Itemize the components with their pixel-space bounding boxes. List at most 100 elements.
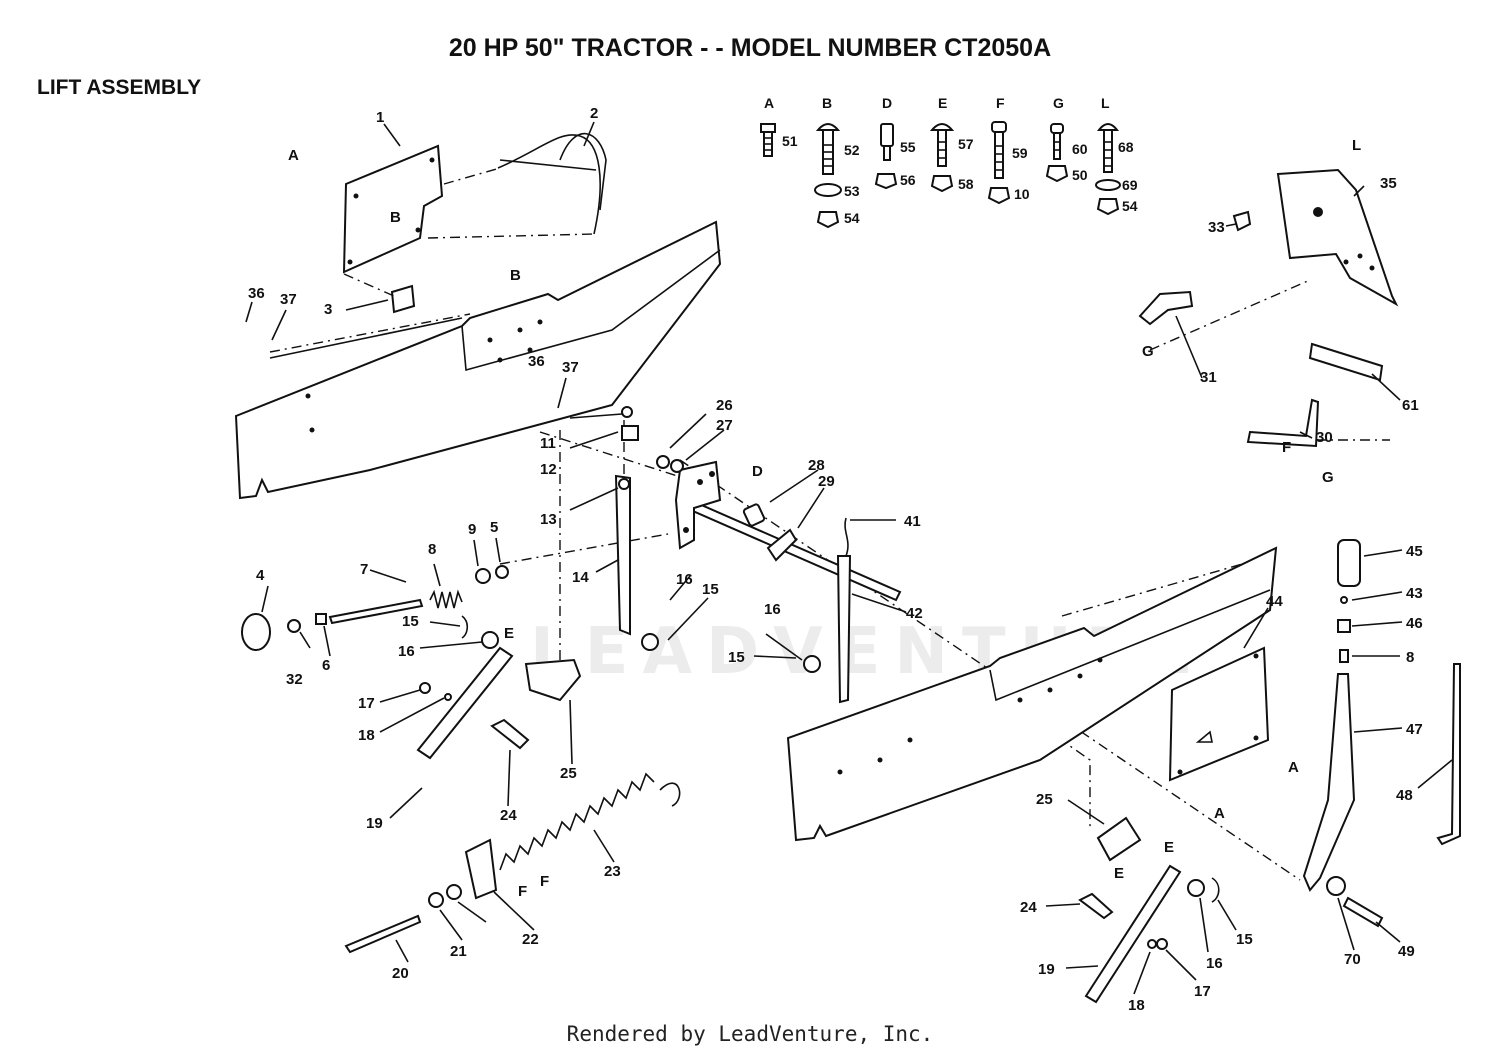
spring-8	[429, 589, 463, 609]
bracket-3	[390, 284, 416, 314]
callout-17: 17	[358, 695, 375, 712]
pin-24	[490, 718, 530, 750]
nut-54	[816, 211, 840, 229]
callout-16: 16	[398, 643, 415, 660]
callout-labels: 1 2 3 4 5 6 7 8 9 11 12 13 14 15 16 17 1…	[248, 105, 1423, 1014]
arm-19	[416, 646, 514, 760]
bolt-49	[1342, 896, 1384, 928]
callout-41: 41	[904, 513, 921, 530]
spring-8b	[1339, 649, 1349, 663]
bracket-12	[621, 425, 639, 441]
ref-f-1: F	[518, 883, 527, 900]
callout-36: 36	[248, 285, 265, 302]
brace-25b	[1096, 816, 1142, 862]
ref-b-2: B	[510, 267, 521, 284]
callout-49: 49	[1398, 943, 1415, 960]
ref-l-1: L	[1352, 137, 1361, 154]
bolt-60	[1050, 123, 1064, 160]
left-frame-rail	[234, 220, 722, 500]
arm-19b	[1084, 864, 1182, 1004]
callout-48: 48	[1396, 787, 1413, 804]
callout-20: 20	[392, 965, 409, 982]
bolt-55	[880, 123, 894, 161]
washer-16c	[803, 655, 821, 673]
callout-46: 46	[1406, 615, 1423, 632]
ref-g-1: G	[1142, 343, 1154, 360]
bolt-20	[344, 914, 422, 954]
callout-16c: 16	[676, 571, 693, 588]
callout-16b: 16	[1206, 955, 1223, 972]
callout-2: 2	[590, 105, 598, 122]
callout-44: 44	[1266, 593, 1283, 610]
callout-15b: 15	[1236, 931, 1253, 948]
callout-13: 13	[540, 511, 557, 528]
callout-25b: 25	[1036, 791, 1053, 808]
washer-16b	[641, 633, 659, 651]
detent-43	[1340, 596, 1348, 604]
callout-3: 3	[324, 301, 332, 318]
ref-f-3: F	[1282, 439, 1291, 456]
part-52-label: 52	[844, 142, 860, 158]
bolt-57	[929, 123, 955, 167]
mounting-plate-44	[1168, 646, 1270, 782]
bolt-33	[1232, 210, 1252, 232]
callout-14: 14	[572, 569, 589, 586]
callout-9: 9	[468, 521, 476, 538]
key-letter-f: F	[996, 95, 1005, 111]
nut-54b	[1096, 198, 1120, 216]
pin-15b	[1211, 877, 1220, 903]
part-50-label: 50	[1072, 167, 1088, 183]
callout-24b: 24	[1020, 899, 1037, 916]
part-58-label: 58	[958, 176, 974, 192]
key-letter-l: L	[1101, 95, 1110, 111]
nut-56	[874, 173, 898, 190]
nut-17	[419, 682, 431, 694]
callout-36b: 36	[528, 353, 545, 370]
washer-9	[475, 568, 491, 584]
lift-handle-47	[1302, 673, 1356, 892]
part-10-label: 10	[1014, 186, 1030, 202]
pin-15	[461, 615, 469, 639]
nut-32	[287, 619, 301, 633]
washer-53	[814, 183, 842, 197]
callout-45: 45	[1406, 543, 1423, 560]
bushing-28	[742, 503, 766, 527]
part-60-label: 60	[1072, 141, 1088, 157]
pin-41	[844, 517, 849, 557]
leader-lines	[245, 121, 1453, 995]
nut-5	[495, 565, 509, 579]
callout-1: 1	[376, 109, 384, 126]
part-57-label: 57	[958, 136, 974, 152]
callout-8: 8	[428, 541, 436, 558]
callout-70: 70	[1344, 951, 1361, 968]
nut-32b	[446, 884, 462, 900]
ref-a-2: A	[1288, 759, 1299, 776]
rod-7	[328, 598, 424, 625]
callout-37: 37	[280, 291, 297, 308]
bracket-22	[464, 838, 498, 900]
link-42	[836, 555, 852, 704]
part-69-label: 69	[1122, 177, 1138, 193]
ref-b-1: B	[390, 209, 401, 226]
lift-rod-2	[497, 134, 601, 235]
ref-d-1: D	[752, 463, 763, 480]
plate-35	[1276, 168, 1399, 307]
callout-25: 25	[560, 765, 577, 782]
washer-26	[656, 455, 670, 469]
key-letter-b: B	[822, 95, 832, 111]
callout-15c: 15	[702, 581, 719, 598]
callout-26: 26	[716, 397, 733, 414]
key-letter-e: E	[938, 95, 947, 111]
callout-61: 61	[1402, 397, 1419, 414]
part-59-label: 59	[1012, 145, 1028, 161]
ref-e-3: E	[1114, 865, 1124, 882]
washer-70	[1326, 876, 1346, 896]
part-56-label: 56	[900, 172, 916, 188]
part-68-label: 68	[1118, 139, 1134, 155]
ref-e-2: E	[1164, 839, 1174, 856]
callout-19: 19	[366, 815, 383, 832]
nut-10	[987, 187, 1011, 205]
callout-12: 12	[540, 461, 557, 478]
callout-24: 24	[500, 807, 517, 824]
hardware-key: A 51 B 52 53 54 D 55 56 E	[760, 95, 1138, 229]
